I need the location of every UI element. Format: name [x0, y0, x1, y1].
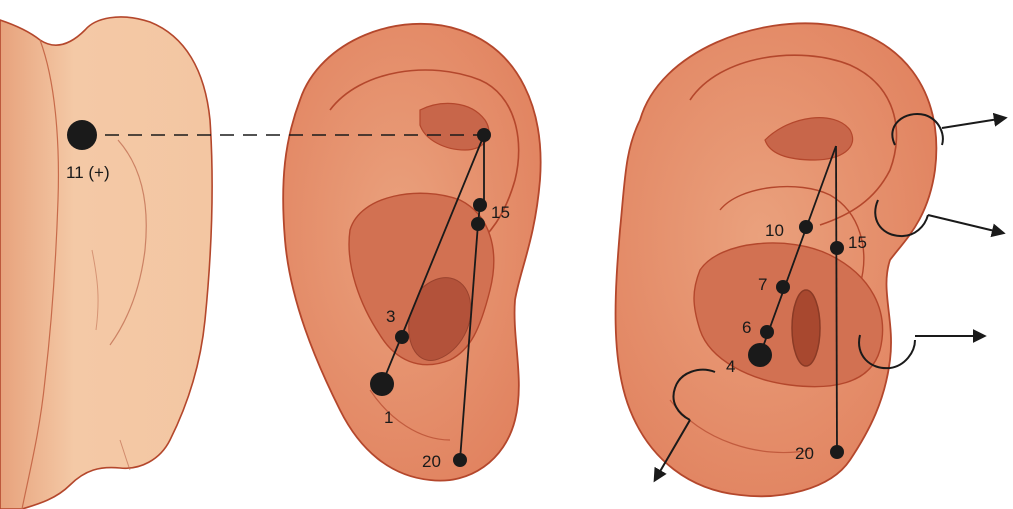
point-3	[395, 330, 409, 344]
label-20-back: 20	[795, 444, 814, 463]
point-20-front	[453, 453, 467, 467]
label-10: 10	[765, 221, 784, 240]
point-1	[370, 372, 394, 396]
point-top-front	[477, 128, 491, 142]
side-view-ear	[0, 17, 212, 509]
side-ear-outline	[0, 17, 212, 509]
point-15-front-upper	[473, 198, 487, 212]
point-6	[760, 325, 774, 339]
label-7: 7	[758, 275, 767, 294]
label-3: 3	[386, 307, 395, 326]
label-11: 11 (+)	[66, 163, 110, 182]
label-1: 1	[384, 408, 393, 427]
point-11	[67, 120, 97, 150]
point-15-front	[471, 217, 485, 231]
back-ear-canal	[792, 290, 820, 366]
label-4: 4	[726, 357, 735, 376]
point-7	[776, 280, 790, 294]
point-4	[748, 343, 772, 367]
back-line-top-to-20	[836, 146, 837, 452]
front-view-ear	[283, 24, 540, 481]
point-10	[799, 220, 813, 234]
point-20-back	[830, 445, 844, 459]
point-15-back	[830, 241, 844, 255]
label-15-front: 15	[491, 203, 510, 222]
label-20-front: 20	[422, 452, 441, 471]
label-15-back: 15	[848, 233, 867, 252]
back-view-ear	[616, 23, 937, 496]
label-6: 6	[742, 318, 751, 337]
